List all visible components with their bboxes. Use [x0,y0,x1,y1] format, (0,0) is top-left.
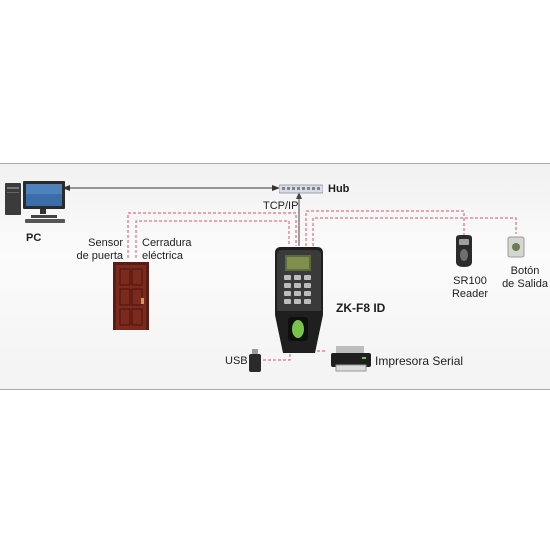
lock-label: Cerradura eléctrica [142,237,192,263]
printer-label: Impresora Serial [375,354,464,368]
reader-label: SR100 Reader [450,275,490,301]
printer-icon [331,346,371,372]
pc-label: PC [26,232,42,244]
reader-label-line2: Reader [451,288,489,300]
lock-label-line1: Cerradura [142,237,192,249]
sensor-label-line2: de puerta [76,250,123,262]
hub-label: Hub [328,183,350,195]
tcp-ip-label: TCP/IP [263,200,299,212]
exit-label-line2: de Salida [502,278,548,290]
reader-icon [456,235,472,267]
sensor-label-line1: Sensor [88,237,123,249]
reader-link [305,210,465,246]
arrow-left-icon [62,185,70,191]
arrow-up-icon [296,192,302,199]
usb-drive-icon [249,349,261,372]
device-label: ZK-F8 ID [336,301,386,315]
pc-icon [5,181,65,223]
exit-button-icon [507,236,525,258]
lock-link [135,220,290,258]
exit-link [312,217,517,246]
hub-icon [279,184,323,194]
arrow-right-icon [272,185,280,191]
reader-label-line1: SR100 [453,275,487,287]
fingerprint-terminal-icon [275,247,323,353]
sensor-label: Sensor de puerta [72,237,123,263]
exit-label: Botón de Salida [500,265,550,291]
door-icon [113,262,149,330]
lock-label-line2: eléctrica [142,250,183,262]
sensor-link [127,212,297,258]
exit-label-line1: Botón [510,265,540,277]
usb-label: USB [225,355,248,367]
